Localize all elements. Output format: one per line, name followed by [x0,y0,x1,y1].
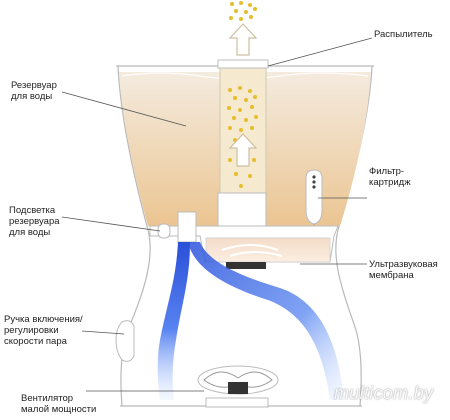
label-sprayer: Распылитель [374,29,433,40]
light-housing [177,211,197,243]
up-arrow-icon [228,23,258,56]
label-tank-light: Подсветка резервуара для воды [9,205,60,238]
power-knob [115,320,135,362]
fan [197,365,279,408]
up-arrow-icon [228,133,258,167]
label-ultrasonic-membrane: Ультразвуковая мембрана [369,259,438,281]
air-flow [157,242,344,400]
label-water-tank: Резервуар для воды [11,80,57,102]
sprayer-tube [217,59,269,195]
leader-lines [61,37,373,392]
tube-base [217,192,267,228]
label-power-knob: Ручка включения/ регулировки скорости па… [4,314,83,347]
label-fan: Вентилятор малой мощности [21,393,97,415]
label-filter-cartridge: Фильтр- картридж [369,166,411,188]
membrane-chamber [149,225,339,269]
watermark-logo: multicom.by [334,383,434,403]
vapor-dots-top [229,1,257,21]
